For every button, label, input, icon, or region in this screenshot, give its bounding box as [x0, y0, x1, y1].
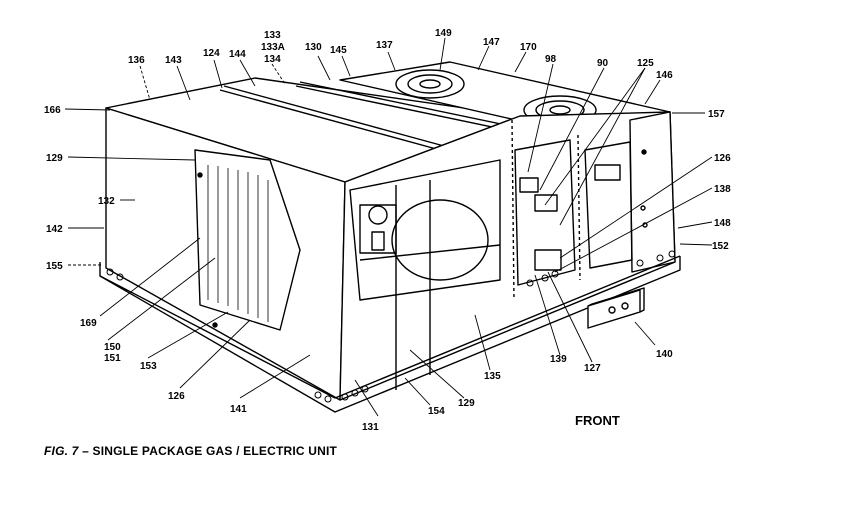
callout-label: 166	[44, 105, 61, 116]
callout-label: 154	[428, 406, 445, 417]
callout-label: 148	[714, 218, 731, 229]
top-rail	[219, 89, 441, 151]
callout-label: 133	[264, 30, 281, 41]
callout-label: 138	[714, 184, 731, 195]
callout-label: 135	[484, 371, 501, 382]
callout-label: 150	[104, 342, 121, 353]
callout-label: 133A	[261, 42, 285, 53]
gas-section-cutaway	[514, 139, 576, 286]
callout-label: 139	[550, 354, 567, 365]
callout-label: 134	[264, 54, 281, 65]
callout-label: 155	[46, 261, 63, 272]
blower-cutaway	[349, 159, 501, 301]
callout-label: 149	[435, 28, 452, 39]
control-board	[534, 249, 562, 271]
callout-label: 144	[229, 49, 246, 60]
base-rail	[99, 256, 681, 413]
condenser-fan-grille-1	[395, 69, 465, 99]
top-rail-edge-2	[299, 81, 521, 129]
callout-label: 98	[545, 54, 557, 65]
front-label: FRONT	[575, 413, 620, 428]
callout-label: 151	[104, 353, 121, 364]
leader-lines	[64, 37, 713, 417]
callout-label: 146	[656, 70, 673, 81]
callout-label: 90	[597, 58, 609, 69]
gas-valve	[534, 194, 558, 212]
callout-label: 136	[128, 55, 145, 66]
callout-label: 130	[305, 42, 322, 53]
callout-label: 132	[98, 196, 115, 207]
callout-label: 129	[46, 153, 63, 164]
callout-label: 170	[520, 42, 537, 53]
callout-label: 143	[165, 55, 182, 66]
callout-label: 124	[203, 48, 220, 59]
access-panel	[587, 289, 641, 329]
callout-label: 152	[712, 241, 729, 252]
figure-number: FIG. 7 –	[44, 444, 89, 458]
control-compartment	[584, 141, 633, 269]
top-rail-edge-3	[295, 85, 517, 133]
blower-wheel	[391, 199, 489, 281]
callout-label: 127	[584, 363, 601, 374]
evaporator-coil-cutaway	[194, 149, 301, 331]
callout-label: 129	[458, 398, 475, 409]
callout-label: 153	[140, 361, 157, 372]
callout-label: 140	[656, 349, 673, 360]
callout-label: 142	[46, 224, 63, 235]
top-rail-edge	[223, 85, 445, 147]
callout-label: 131	[362, 422, 379, 433]
figure-caption: FIG. 7 – SINGLE PACKAGE GAS / ELECTRIC U…	[44, 444, 337, 458]
callout-label: 169	[80, 318, 97, 329]
figure-title: SINGLE PACKAGE GAS / ELECTRIC UNIT	[92, 444, 338, 458]
callout-labels: 136 143 124 144 133 133A 134 130 145 137…	[44, 28, 731, 433]
callout-label: 145	[330, 45, 347, 56]
callout-label: 141	[230, 404, 247, 415]
callout-label: 125	[637, 58, 654, 69]
callout-label: 137	[376, 40, 393, 51]
callout-label: 157	[708, 109, 725, 120]
callout-label: 126	[714, 153, 731, 164]
callout-label: 147	[483, 37, 500, 48]
right-end-panel	[629, 111, 676, 273]
callout-label: 126	[168, 391, 185, 402]
